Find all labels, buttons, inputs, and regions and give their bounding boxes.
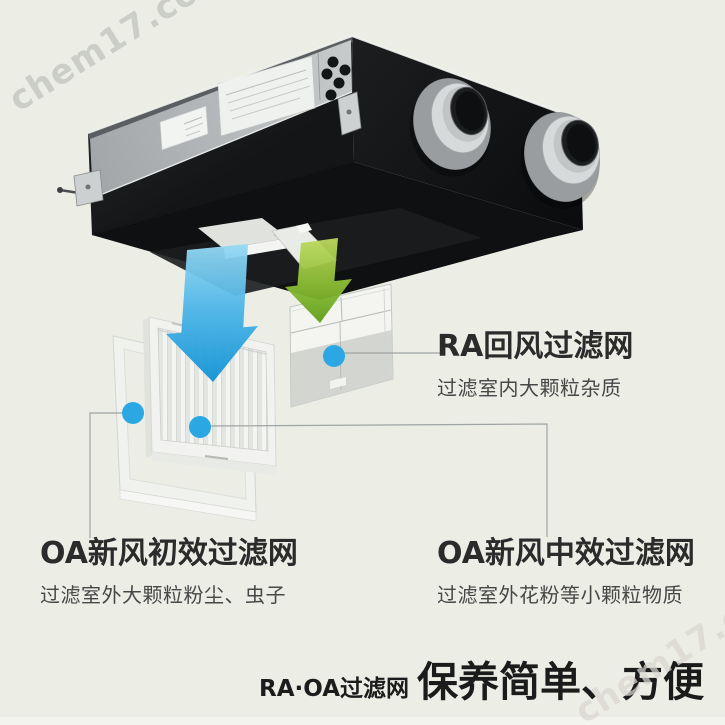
- control-strip: [88, 36, 353, 199]
- mounting-bracket-left: [57, 169, 104, 207]
- ra-filter-subtitle: 过滤室内大颗粒杂质: [437, 375, 622, 400]
- strip-label-large: [217, 55, 316, 137]
- oa-coarse-filter-title: OA新风初效过滤网: [40, 536, 298, 571]
- duct-collar-left: [409, 78, 491, 177]
- bottom-edge-band: [0, 717, 725, 725]
- return-air-arrow-icon: [285, 238, 352, 323]
- oa-coarse-filter-subtitle: 过滤室外大颗粒粉尘、虫子: [40, 582, 286, 607]
- callout-dot-oa-medium: [189, 416, 211, 438]
- oa-medium-filter-subtitle: 过滤室外花粉等小颗粒物质: [437, 582, 683, 607]
- callout-dots: [122, 345, 345, 438]
- leader-lines: [89, 352, 548, 538]
- callout-dot-oa-coarse: [122, 402, 144, 424]
- mounting-bracket-right: [337, 91, 362, 136]
- fresh-air-arrow-icon: [166, 244, 258, 382]
- duct-collar-right: [520, 112, 600, 209]
- ra-filter-callout: RA回风过滤网 过滤室内大颗粒杂质: [437, 329, 634, 401]
- footer-prefix: RA·OA过滤网: [259, 676, 409, 702]
- oa-medium-filter: [143, 316, 277, 475]
- footer-slogan: RA·OA过滤网 保养简单、方便: [250, 648, 704, 708]
- callout-dot-ra: [323, 345, 345, 367]
- leader-line-oa-coarse: [89, 412, 133, 538]
- vent-holes-icon: [321, 56, 351, 101]
- hrv-unit: [57, 34, 600, 300]
- oa-medium-filter-callout: OA新风中效过滤网 过滤室外花粉等小颗粒物质: [437, 536, 695, 608]
- footer-headline: 保养简单、方便: [417, 658, 704, 706]
- leader-line-oa-medium: [208, 423, 548, 537]
- ra-filter-title: RA回风过滤网: [437, 329, 634, 364]
- strip-label-small: [159, 105, 209, 151]
- oa-medium-filter-title: OA新风中效过滤网: [437, 536, 695, 571]
- oa-coarse-filter-callout: OA新风初效过滤网 过滤室外大颗粒粉尘、虫子: [40, 536, 298, 608]
